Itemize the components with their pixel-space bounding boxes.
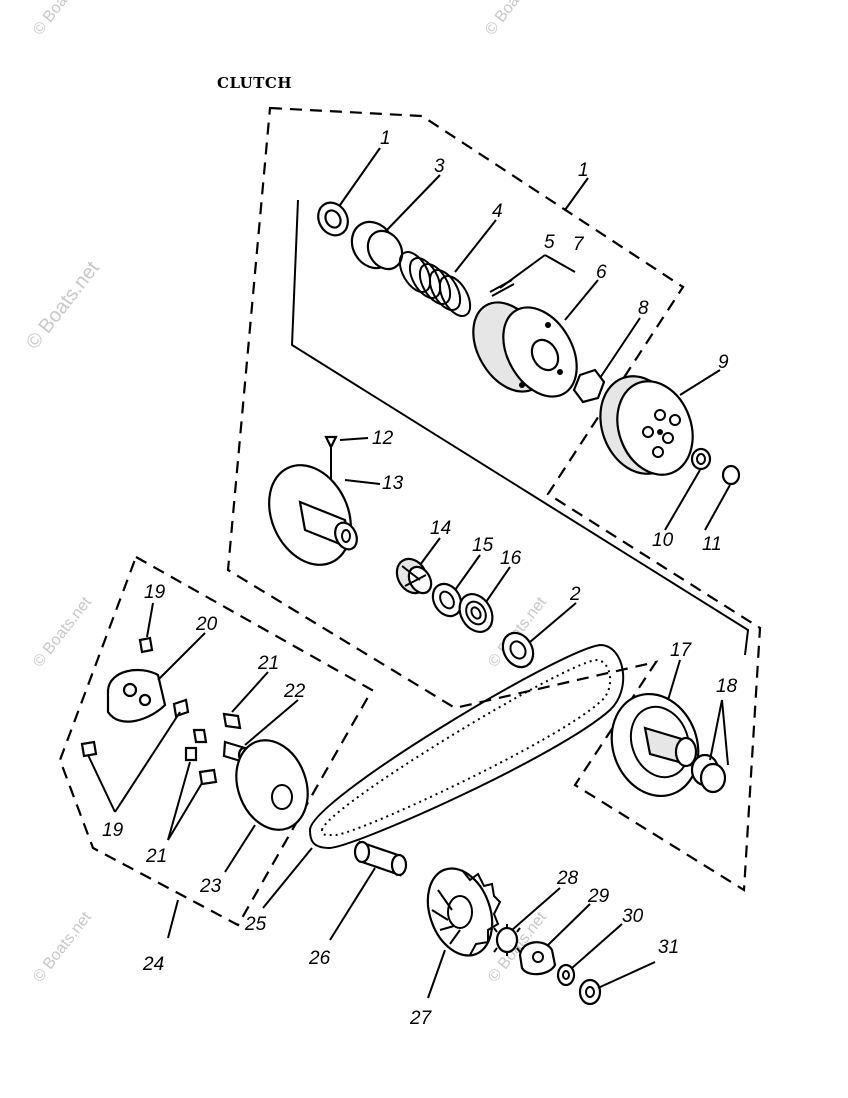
roller-part [184,746,198,762]
seal-part [317,201,349,237]
spring-part [398,251,472,317]
group-border-pulley [58,555,374,927]
callout: 2 [569,584,581,605]
callout: 29 [587,886,610,907]
callout: 24 [142,954,164,975]
callout: 15 [472,535,494,556]
secondary-sheave-part [268,464,358,566]
pin-part [489,279,515,297]
collar-part [690,753,727,794]
callout: 5 [544,232,555,253]
callout: 1 [578,160,589,181]
callout: 8 [638,298,649,319]
ring-part [431,582,463,618]
callout: 6 [596,262,607,283]
callouts: 1 1 3 4 5 6 7 8 9 10 11 12 13 14 15 16 2… [102,128,738,1029]
nut-part [572,368,606,404]
bushing-part [350,220,404,271]
fan-part [426,867,502,957]
callout: 1 [380,128,391,149]
callout: 7 [573,234,585,255]
callout: 14 [430,518,451,539]
callout: 21 [257,653,279,674]
callout: 28 [556,868,579,889]
callout: 12 [372,428,394,449]
leader-lines [87,147,731,999]
washer-part [556,963,576,987]
callout: 16 [500,548,522,569]
seal-part [501,631,535,669]
ratchet-part [518,941,557,976]
slider-part [172,698,190,718]
callout: 31 [658,937,679,958]
group-border-main [226,106,762,892]
callout: 17 [670,640,693,661]
slider-part [80,740,98,758]
callout: 10 [652,530,674,551]
clutch-shoe-assembly [472,301,578,398]
washer-part [721,464,741,486]
clutch-housing-part [599,375,694,476]
callout: 21 [145,846,167,867]
callout: 23 [199,876,222,897]
roller-part [198,768,218,786]
callout: 27 [409,1008,433,1029]
callout: 3 [434,156,445,177]
driven-pulley-part [610,692,700,798]
callout: 26 [308,948,331,969]
slider-part [138,636,154,654]
callout: 4 [492,201,503,222]
diagram-title: CLUTCH [217,74,293,92]
callout: 22 [283,681,306,702]
ball-bearing-part [458,593,494,633]
gear-part [493,924,521,956]
movable-drive-face-part [235,739,309,831]
callout: 25 [244,914,267,935]
small-nut-part [690,447,712,471]
roller-part [222,712,242,730]
ramp-plate-part [106,668,167,723]
callout: 19 [144,582,166,603]
callout: 11 [702,534,722,555]
nut-part [578,978,602,1006]
callout: 20 [195,614,218,635]
group-bracket [290,199,750,656]
callout: 9 [718,352,729,373]
shaft-part [353,840,408,877]
callout: 18 [716,676,738,697]
needle-bearing-part [395,557,433,595]
callout: 19 [102,820,124,841]
roller-part [192,728,208,744]
screw-part [324,435,338,450]
callout: 13 [382,473,404,494]
drive-belt-part [308,643,625,850]
callout: 30 [622,906,644,927]
